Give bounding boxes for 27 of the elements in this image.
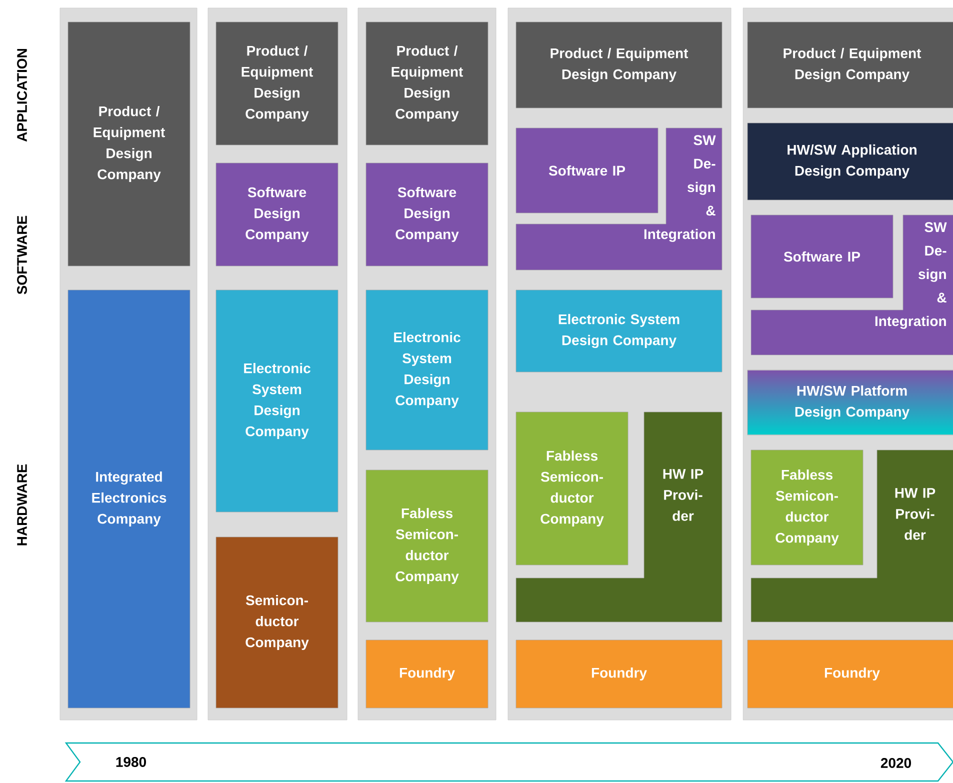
company-box: Product / Equipment Design Company xyxy=(747,22,953,108)
year-label: 2020 xyxy=(880,758,911,768)
axis-label: APPLICATION xyxy=(17,49,27,142)
company-box: Foundry xyxy=(366,640,488,708)
company-box: Fabless Semicon- ductor Company xyxy=(366,470,488,622)
company-box: Product / Equipment Design Company xyxy=(216,22,338,146)
company-box: Product / Equipment Design Company xyxy=(516,22,722,108)
company-box: Electronic System Design Company xyxy=(366,290,488,450)
company-box: Software Design Company xyxy=(216,162,338,266)
year-label: 1980 xyxy=(116,757,146,767)
company-box: HW/SW Application Design Company xyxy=(747,122,953,200)
company-box: Integrated Electronics Company xyxy=(68,290,190,708)
company-box: Electronic System Design Company xyxy=(216,290,338,512)
company-box: Software IP xyxy=(516,128,658,214)
company-box: HW/SW Platform Design Company xyxy=(747,370,953,436)
company-box: Semicon- ductor Company xyxy=(216,536,338,708)
company-box: Foundry xyxy=(747,640,953,708)
axis-label: SOFTWARE xyxy=(17,216,27,294)
company-box: Software IP xyxy=(750,214,894,298)
company-box: Foundry xyxy=(516,640,722,708)
company-box: Fabless Semicon- ductor Company xyxy=(750,450,864,566)
axis-label: HARDWARE xyxy=(17,464,27,546)
company-box: Product / Equipment Design Company xyxy=(68,22,190,266)
company-box: Fabless Semicon- ductor Company xyxy=(516,412,628,566)
company-box: Electronic System Design Company xyxy=(516,290,722,372)
company-box: Product / Equipment Design Company xyxy=(366,22,488,146)
company-box: Software Design Company xyxy=(366,162,488,266)
